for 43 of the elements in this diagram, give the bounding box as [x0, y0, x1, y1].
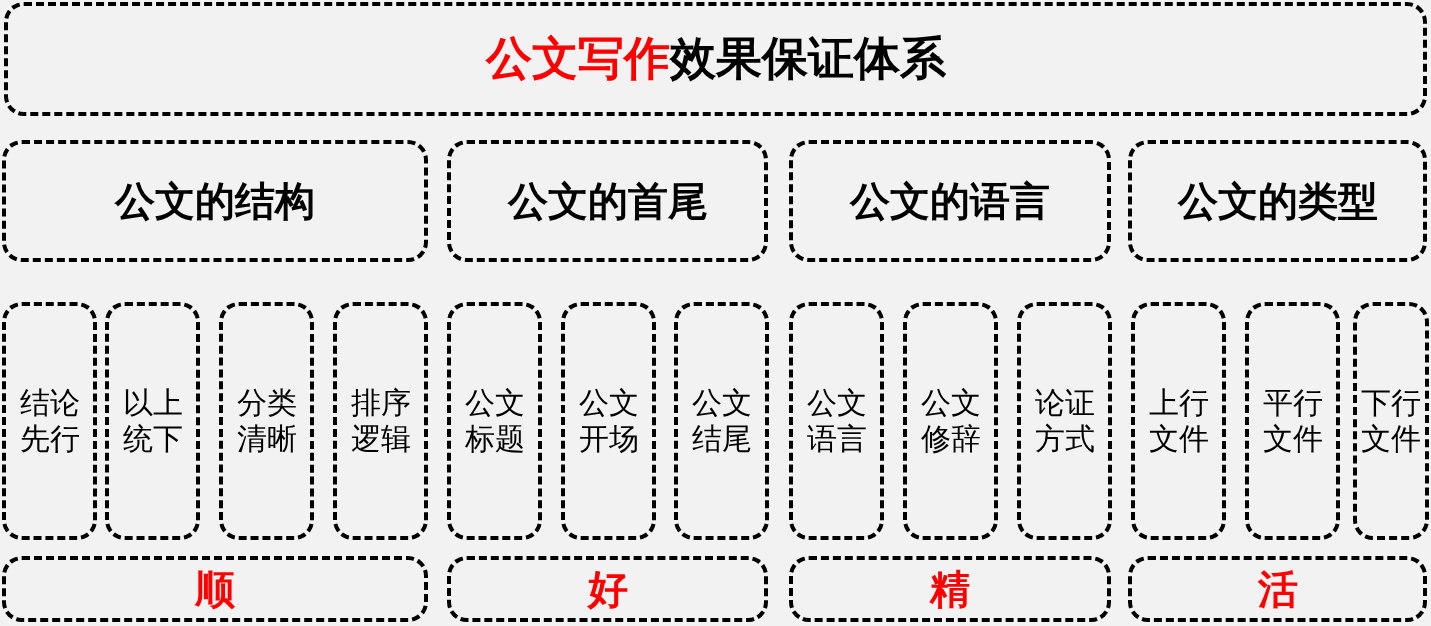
- item-label: 公文修辞: [919, 385, 982, 457]
- summary-box: [789, 556, 1111, 622]
- item-box: [674, 302, 769, 540]
- item-label: 公文开场: [577, 385, 640, 457]
- item-label: 分类清晰: [235, 385, 298, 457]
- category-box: [447, 140, 768, 262]
- item-box: [447, 302, 542, 540]
- item-label: 平行文件: [1261, 385, 1324, 457]
- item-box: [903, 302, 998, 540]
- item-label: 论证方式: [1033, 385, 1096, 457]
- item-box: [2, 302, 97, 540]
- item-label: 下行文件: [1360, 385, 1422, 457]
- category-box: [2, 140, 428, 262]
- item-label: 结论先行: [18, 385, 81, 457]
- category-heading: 公文的结构: [115, 176, 315, 226]
- item-box: [1353, 302, 1429, 540]
- category-heading: 公文的语言: [850, 176, 1050, 226]
- item-box: [561, 302, 656, 540]
- item-box: [105, 302, 200, 540]
- item-label: 上行文件: [1147, 385, 1210, 457]
- summary-box: [1128, 556, 1427, 622]
- summary-word: 精: [930, 564, 970, 614]
- item-box: [219, 302, 314, 540]
- category-heading: 公文的类型: [1177, 176, 1378, 226]
- item-label: 公文语言: [805, 385, 868, 457]
- summary-box: [447, 556, 768, 622]
- summary-word: 好: [587, 564, 628, 614]
- title: 公文写作效果保证体系: [485, 30, 946, 87]
- item-box: [1245, 302, 1340, 540]
- category-heading: 公文的首尾: [507, 176, 708, 226]
- category-box: [789, 140, 1111, 262]
- item-label: 公文标题: [463, 385, 526, 457]
- item-box: [333, 302, 428, 540]
- item-box: [789, 302, 884, 540]
- summary-box: [2, 556, 428, 622]
- item-label: 排序逻辑: [349, 385, 412, 457]
- item-box: [1017, 302, 1112, 540]
- item-label: 以上统下: [121, 385, 184, 457]
- summary-word: 顺: [195, 564, 235, 614]
- summary-word: 活: [1257, 564, 1298, 614]
- item-box: [1131, 302, 1226, 540]
- category-box: [1128, 140, 1427, 262]
- item-label: 公文结尾: [690, 385, 753, 457]
